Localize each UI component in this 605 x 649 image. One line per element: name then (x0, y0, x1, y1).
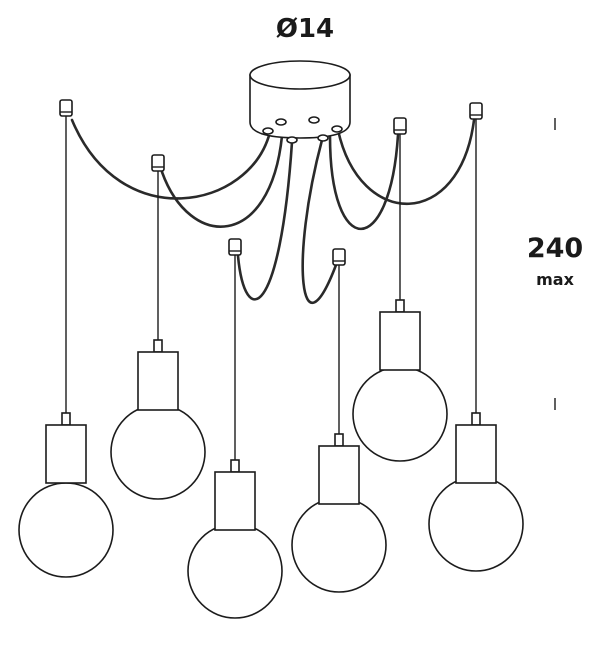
canopy-diameter-label: Ø14 (275, 14, 335, 44)
cord-collar (471, 412, 481, 426)
cord-collar (334, 433, 344, 447)
light-bulb (291, 497, 387, 593)
cord-collar (230, 459, 240, 473)
cable-hole (262, 127, 274, 135)
cord-collar (395, 299, 405, 313)
lamp-holder (214, 471, 256, 531)
max-height-note: max (536, 270, 574, 289)
light-bulb (18, 482, 114, 578)
lamp-holder (455, 424, 497, 484)
lamp-holder (318, 445, 360, 505)
lamp-holder (45, 424, 87, 484)
cable-1 (70, 118, 272, 200)
light-bulb (110, 404, 206, 500)
lamp-holder (379, 311, 421, 371)
light-bulb (187, 523, 283, 619)
cable-hook (228, 238, 242, 256)
cable-hook (393, 117, 407, 135)
cord-collar (153, 339, 163, 353)
pendant-lamp-3 (187, 238, 283, 619)
ceiling-canopy (249, 60, 351, 144)
cable-4 (301, 138, 338, 304)
lamp-holder (137, 351, 179, 411)
cable-hole (308, 116, 320, 124)
max-height-value: 240 (526, 233, 584, 264)
cable-hole (331, 125, 343, 133)
cable-hook (151, 154, 165, 172)
pendant-lamp-6 (428, 102, 524, 572)
canopy-body (249, 74, 351, 139)
cable-hook (332, 248, 346, 266)
swag-cables (70, 118, 476, 304)
cable-hole (275, 118, 287, 126)
cable-6 (336, 118, 476, 206)
cable-hook (469, 102, 483, 120)
light-bulb (428, 476, 524, 572)
cable-2 (160, 134, 284, 228)
pendant-lamp-5 (352, 117, 448, 462)
cable-hook (59, 99, 73, 117)
light-bulb (352, 366, 448, 462)
cable-3 (236, 140, 294, 301)
cable-hole (286, 136, 298, 144)
pendant-lamp-4 (291, 248, 387, 593)
pendant-lamps (18, 99, 524, 619)
cable-5 (328, 133, 400, 231)
cord-collar (61, 412, 71, 426)
canopy-top (249, 60, 351, 90)
pendant-lamp-1 (18, 99, 114, 578)
pendant-lamp-2 (110, 154, 206, 500)
cable-hole (317, 134, 329, 142)
